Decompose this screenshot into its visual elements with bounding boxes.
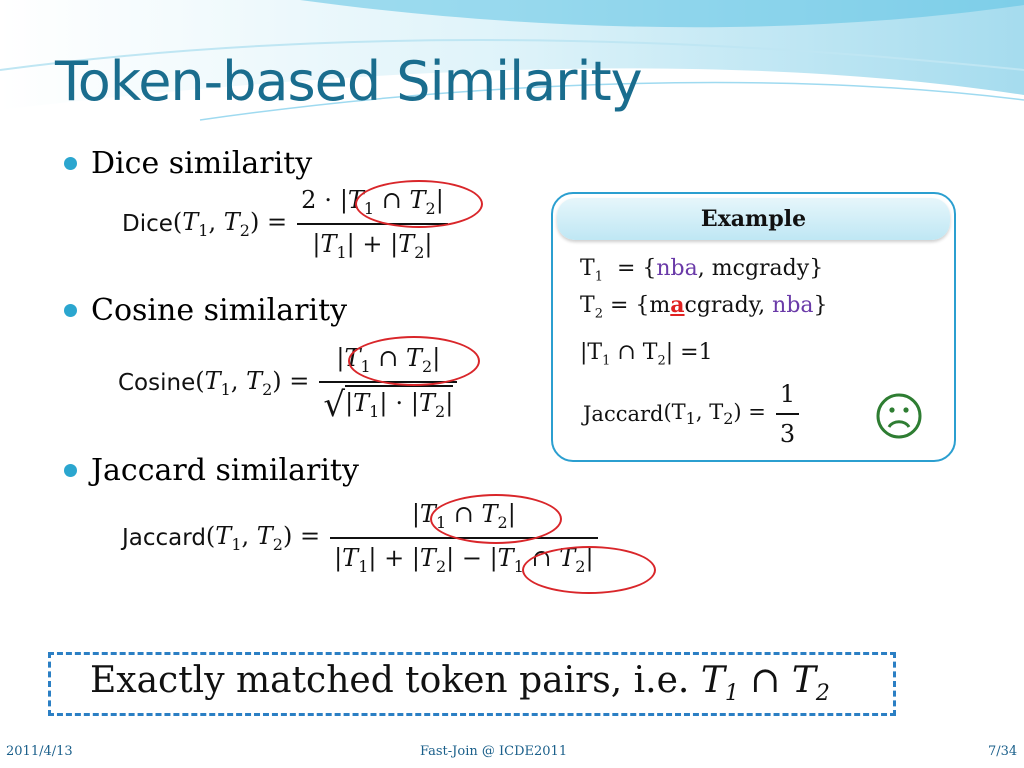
footer-center: Fast-Join @ ICDE2011 (420, 744, 568, 759)
intersection-value: 1 (698, 340, 713, 365)
sad-face-icon (876, 393, 922, 439)
token-nba: nba (656, 256, 698, 281)
highlight-ring (355, 180, 483, 228)
highlight-ring (348, 336, 480, 386)
bullet-dot-icon (64, 304, 77, 317)
bullet-dice: Dice similarity (64, 146, 312, 181)
bullet-label: Dice similarity (91, 146, 313, 181)
formula-name: Jaccard (122, 524, 206, 551)
bullet-label: Jaccard similarity (91, 453, 359, 488)
example-jaccard-num: 1 (779, 380, 796, 408)
bullet-jaccard: Jaccard similarity (64, 453, 359, 488)
bullet-dot-icon (64, 464, 77, 477)
example-jaccard: Jaccard (T1, T2) = 1 3 (583, 380, 800, 448)
formula-name: Cosine (118, 369, 196, 396)
note-box (48, 652, 896, 716)
bullet-dot-icon (64, 157, 77, 170)
example-jaccard-den: 3 (779, 420, 796, 448)
slide-title: Token-based Similarity (55, 50, 643, 113)
bullet-cosine: Cosine similarity (64, 293, 347, 328)
mismatch-char: a (670, 292, 685, 318)
header-decoration (0, 0, 1024, 121)
example-intersection: |T1 ∩ T2| =1 (580, 340, 713, 369)
footer-date: 2011/4/13 (6, 744, 73, 759)
formula-name: Dice (122, 210, 173, 237)
example-header: Example (557, 198, 950, 240)
note-text: Exactly matched token pairs, i.e. T1 ∩ T… (90, 660, 830, 707)
example-box: Example (551, 192, 956, 462)
example-t1: T1 = {nba, mcgrady} (580, 256, 824, 285)
highlight-ring (430, 494, 562, 544)
example-jaccard-label: Jaccard (583, 402, 664, 426)
footer-page: 7/34 (988, 744, 1018, 759)
highlight-ring (522, 546, 656, 594)
token-mcgrady: mcgrady (711, 256, 810, 281)
example-t2: T2 = {macgrady, nba} (580, 292, 828, 322)
bullet-label: Cosine similarity (91, 293, 348, 328)
dice-coefficient: 2 (301, 186, 317, 214)
token-nba: nba (772, 293, 814, 318)
